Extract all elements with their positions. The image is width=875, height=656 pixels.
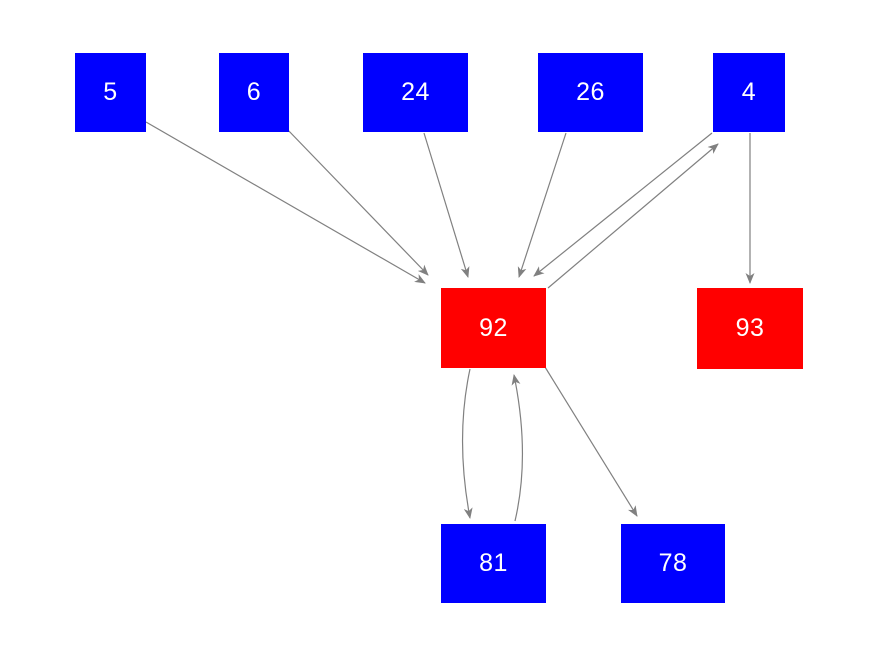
graph-node-4[interactable]: 4 (713, 53, 785, 132)
node-label: 81 (479, 549, 508, 577)
node-label: 4 (741, 78, 757, 106)
graph-node-6[interactable]: 6 (219, 53, 289, 132)
edge-92-to-78 (544, 366, 638, 517)
node-label: 78 (658, 549, 688, 577)
node-label: 92 (479, 313, 508, 342)
edge-4-to-92 (533, 132, 713, 277)
graph-node-24[interactable]: 24 (363, 53, 468, 132)
graph-node-93[interactable]: 93 (697, 288, 803, 369)
edge-26-to-92 (517, 132, 567, 278)
graph-node-81[interactable]: 81 (441, 524, 546, 603)
edge-92-to-4 (547, 143, 719, 289)
node-label: 26 (576, 78, 605, 106)
graph-node-26[interactable]: 26 (538, 53, 643, 132)
graph-node-5[interactable]: 5 (75, 53, 146, 132)
graph-node-92[interactable]: 92 (441, 288, 546, 368)
node-label: 6 (246, 78, 262, 106)
edge-92-to-81 (461, 368, 473, 519)
node-label: 24 (401, 78, 430, 106)
edge-24-to-92 (423, 132, 470, 278)
edge-81-to-92 (511, 374, 524, 522)
node-label: 5 (103, 78, 118, 106)
edge-6-to-92 (285, 127, 429, 276)
graph-node-78[interactable]: 78 (621, 524, 725, 603)
edge-5-to-92 (145, 121, 426, 284)
node-label: 93 (735, 314, 765, 342)
